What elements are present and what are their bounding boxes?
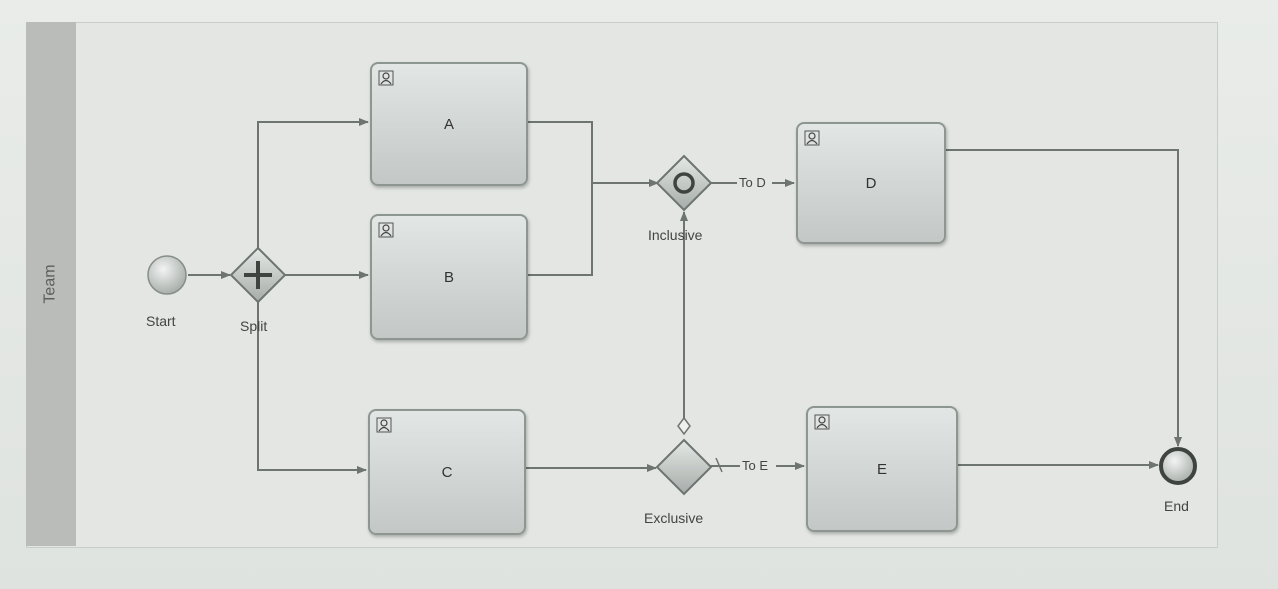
exclusive-gateway-label: Exclusive (644, 510, 704, 526)
end-event-shape[interactable] (1159, 447, 1197, 485)
task-d[interactable]: D (796, 122, 946, 244)
task-b-label: B (443, 268, 454, 286)
flow-split-a[interactable] (257, 118, 369, 250)
flow-split-c[interactable] (257, 300, 367, 474)
flow-to-e-label: To E (742, 458, 769, 473)
flow-b-inclusive[interactable] (526, 183, 593, 276)
pool (26, 22, 1218, 548)
inclusive-circle-icon (673, 172, 695, 194)
start-event-shape[interactable] (147, 255, 187, 295)
flow-a-inclusive[interactable] (526, 121, 659, 187)
task-a-label: A (443, 115, 454, 133)
plus-icon (244, 261, 272, 289)
user-task-icon (814, 414, 830, 430)
start-event-label: Start (146, 313, 176, 329)
user-task-icon (378, 70, 394, 86)
task-b[interactable]: B (370, 214, 528, 340)
task-c-label: C (441, 463, 453, 481)
task-e[interactable]: E (806, 406, 958, 532)
lane-header (26, 22, 76, 546)
exclusive-gateway[interactable] (655, 438, 713, 496)
task-d-label: D (865, 174, 877, 192)
flow-d-end[interactable] (944, 149, 1182, 447)
flow-to-d-label: To D (739, 175, 766, 190)
task-e-label: E (876, 460, 887, 478)
user-task-icon (804, 130, 820, 146)
conditional-flow-marker (677, 416, 691, 436)
inclusive-gateway-label: Inclusive (648, 227, 703, 243)
task-a[interactable]: A (370, 62, 528, 186)
inclusive-gateway[interactable] (655, 154, 713, 212)
user-task-icon (378, 222, 394, 238)
end-event-label: End (1164, 498, 1189, 514)
split-gateway-label: Split (240, 318, 268, 334)
user-task-icon (376, 417, 392, 433)
split-gateway[interactable] (229, 246, 287, 304)
default-flow-marker (715, 457, 723, 473)
task-c[interactable]: C (368, 409, 526, 535)
